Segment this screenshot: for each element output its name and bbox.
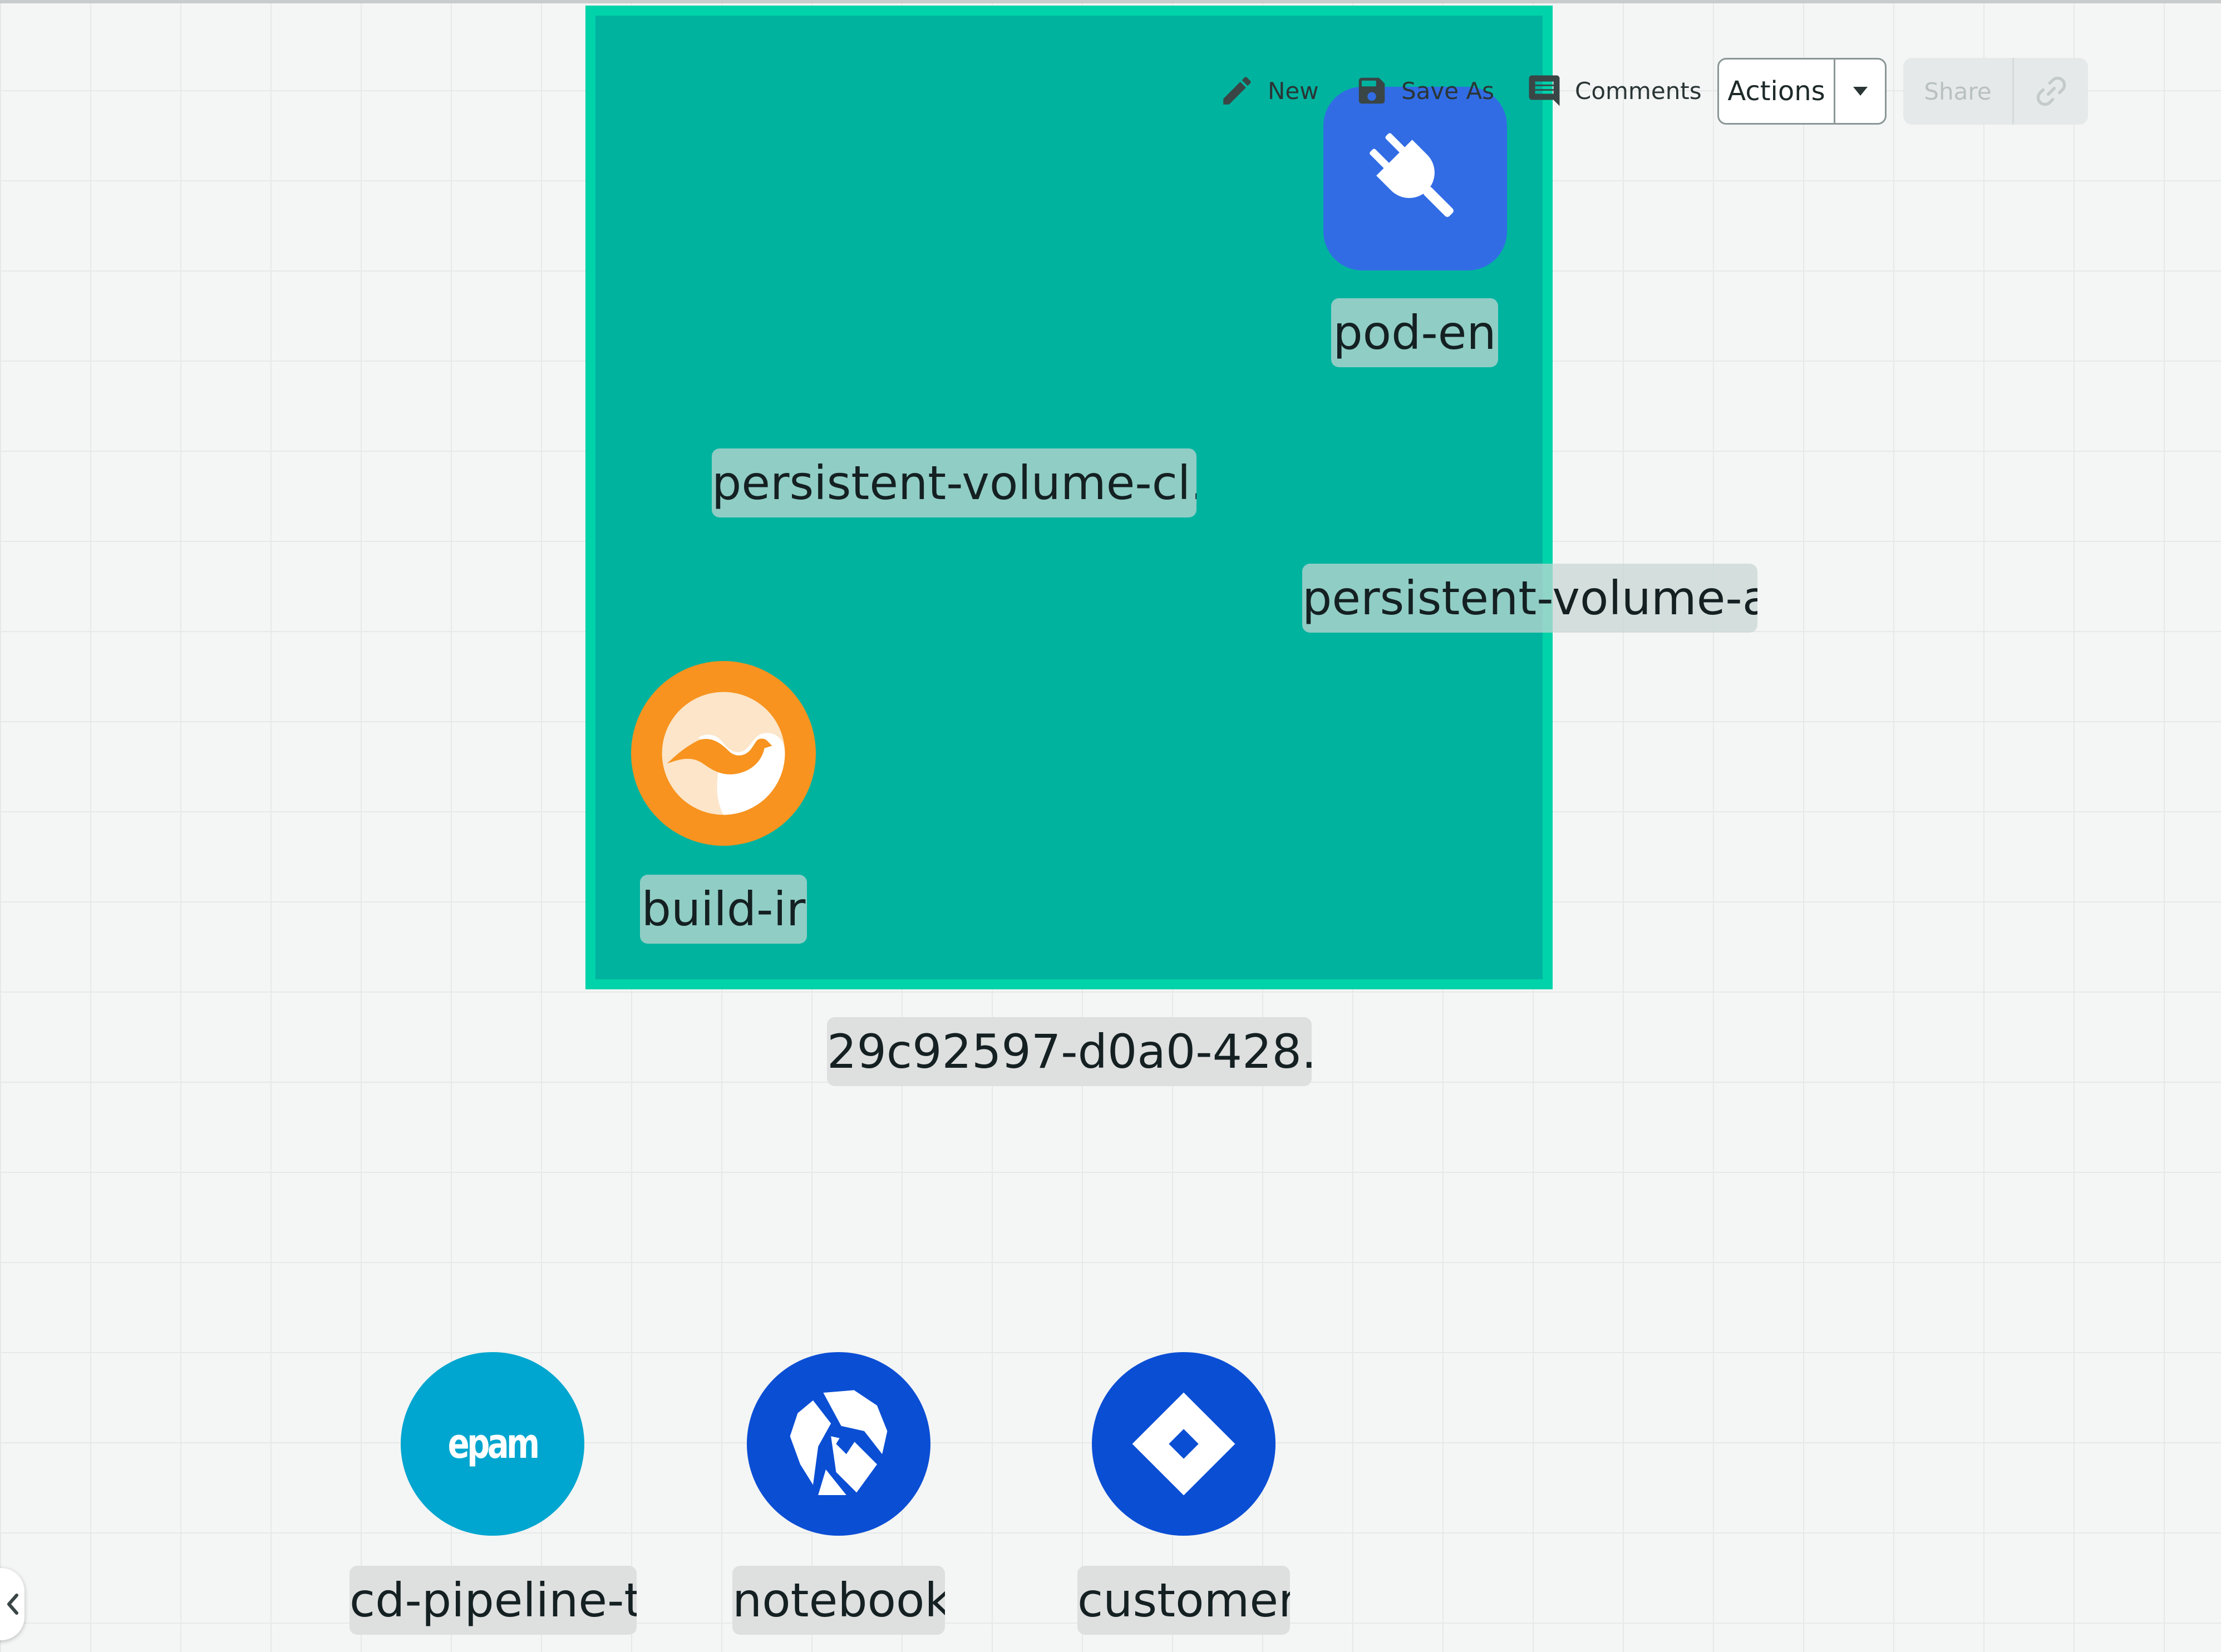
comment-icon (1529, 75, 1560, 106)
actions-dropdown-toggle[interactable] (1835, 60, 1885, 123)
caret-down-icon (1853, 87, 1868, 96)
group-label: 29c92597-d0a0-428... (827, 1017, 1312, 1086)
cd-pipeline-node-label: cd-pipeline-ti (349, 1566, 637, 1635)
pencil-icon (1223, 77, 1251, 105)
pv-node-label[interactable]: persistent-volume-ac (1302, 564, 1757, 633)
plug-icon (1370, 133, 1454, 217)
actions-button[interactable]: Actions (1727, 76, 1825, 107)
top-border (0, 0, 2221, 3)
share-split-button[interactable]: Share (1903, 58, 2088, 125)
actions-divider (1834, 60, 1835, 123)
customer-node[interactable] (1092, 1352, 1276, 1536)
comments-button[interactable]: Comments (1526, 66, 1702, 116)
actions-split-button[interactable]: Actions (1717, 58, 1887, 125)
diamond-icon (1132, 1392, 1235, 1496)
kubeflow-icon (790, 1390, 888, 1495)
cd-pipeline-node[interactable]: epam (401, 1352, 584, 1536)
link-icon (2036, 76, 2066, 106)
pod-node[interactable] (1323, 87, 1507, 270)
epam-icon: epam (447, 1420, 540, 1468)
chevron-left-icon (7, 1594, 18, 1615)
share-button[interactable]: Share (1924, 77, 1992, 105)
customer-node-label: customer (1077, 1566, 1290, 1635)
pvc-node-label[interactable]: persistent-volume-cl... (712, 448, 1196, 517)
build-node-label: build-ir (640, 875, 807, 944)
pod-node-label: pod-en (1331, 298, 1498, 367)
build-node[interactable] (631, 661, 816, 846)
notebook-node-label: notebook (732, 1566, 945, 1635)
new-button-label: New (1268, 77, 1319, 105)
save-as-button-label: Save As (1401, 77, 1495, 105)
new-button[interactable]: New (1219, 66, 1319, 116)
copy-link-button[interactable] (2014, 58, 2088, 125)
comments-button-label: Comments (1575, 77, 1702, 105)
save-icon (1358, 77, 1385, 104)
camel-icon (662, 692, 785, 815)
share-divider (2012, 58, 2014, 125)
notebook-node[interactable] (747, 1352, 930, 1536)
sidebar-toggle-button[interactable] (0, 1568, 24, 1640)
save-as-button[interactable]: Save As (1355, 66, 1494, 116)
